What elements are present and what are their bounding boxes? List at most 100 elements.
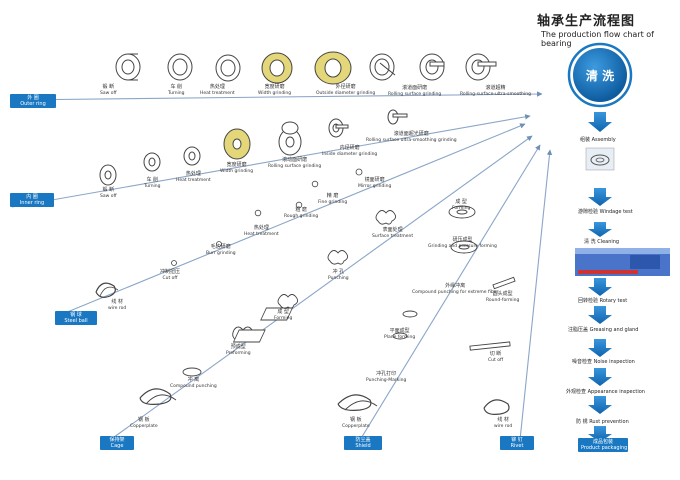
down-arrow	[588, 112, 612, 132]
inner-ring-parts	[99, 109, 408, 186]
outer-ring-part	[261, 52, 293, 84]
plate-formed	[260, 307, 294, 321]
outer-ring-part	[314, 51, 352, 85]
assembly-step: 游隙检验 Windage test	[578, 209, 633, 215]
cleaning-line-photo	[575, 248, 670, 276]
flow-line-outer	[11, 91, 543, 101]
rivet-parts	[469, 276, 516, 415]
outer-ring-parts	[115, 51, 497, 85]
assembly-image	[585, 147, 615, 171]
assembly-step: 回转检验 Rotary test	[578, 298, 628, 304]
wire-coil	[99, 286, 119, 297]
outer-ring-part	[215, 54, 241, 82]
down-arrow	[588, 306, 612, 324]
inner-ring-part	[387, 109, 408, 125]
inner-ring-part	[328, 118, 349, 138]
down-arrow	[588, 222, 612, 237]
outer-ring-part	[369, 53, 396, 81]
ball	[216, 241, 222, 247]
flow-line-cage	[109, 135, 533, 441]
hub-label: 清 洗	[585, 69, 615, 83]
wire-coil	[95, 282, 116, 298]
rod	[469, 341, 511, 351]
flow-line-shield	[359, 144, 541, 441]
flow-line-ball	[59, 123, 526, 316]
assembly-step: 清 洗 Cleaning	[584, 239, 620, 245]
flow-lines	[11, 91, 553, 441]
assembly-step: 防 锈 Rust prevention	[576, 419, 629, 425]
assembly-step: 注脂压盖 Greasing and gland	[568, 327, 639, 333]
cage-blank	[182, 367, 202, 377]
down-arrow	[588, 188, 612, 206]
wire-coil	[483, 399, 510, 415]
page-subtitle: The production flow chart of bearing	[541, 30, 654, 48]
down-arrow	[588, 278, 612, 296]
outer-ring-part	[465, 53, 497, 81]
inner-ring-part	[99, 164, 117, 186]
down-arrow	[588, 339, 612, 357]
assembly-step: 噪音检查 Noise inspection	[572, 359, 635, 365]
ball	[295, 201, 303, 209]
page-title: 轴承生产流程图	[537, 14, 636, 29]
down-arrow	[588, 368, 612, 386]
inner-ring-part	[278, 121, 302, 156]
assembly-step: 组装 Assembly	[580, 137, 616, 143]
cage-punched	[327, 250, 349, 265]
ball	[311, 180, 319, 188]
inner-ring-part	[183, 146, 201, 166]
ball	[171, 260, 177, 266]
ball	[355, 168, 363, 176]
flow-line-inner	[11, 114, 531, 208]
inner-ring-part	[143, 152, 161, 172]
outer-ring-part	[115, 53, 141, 81]
cage-formed	[277, 294, 299, 309]
cage-treated	[375, 210, 397, 225]
cage-parts	[139, 210, 397, 405]
shield-parts	[232, 205, 478, 411]
rivet	[492, 276, 516, 290]
plate-punched	[232, 329, 266, 343]
flow-line-rivet	[519, 149, 553, 441]
